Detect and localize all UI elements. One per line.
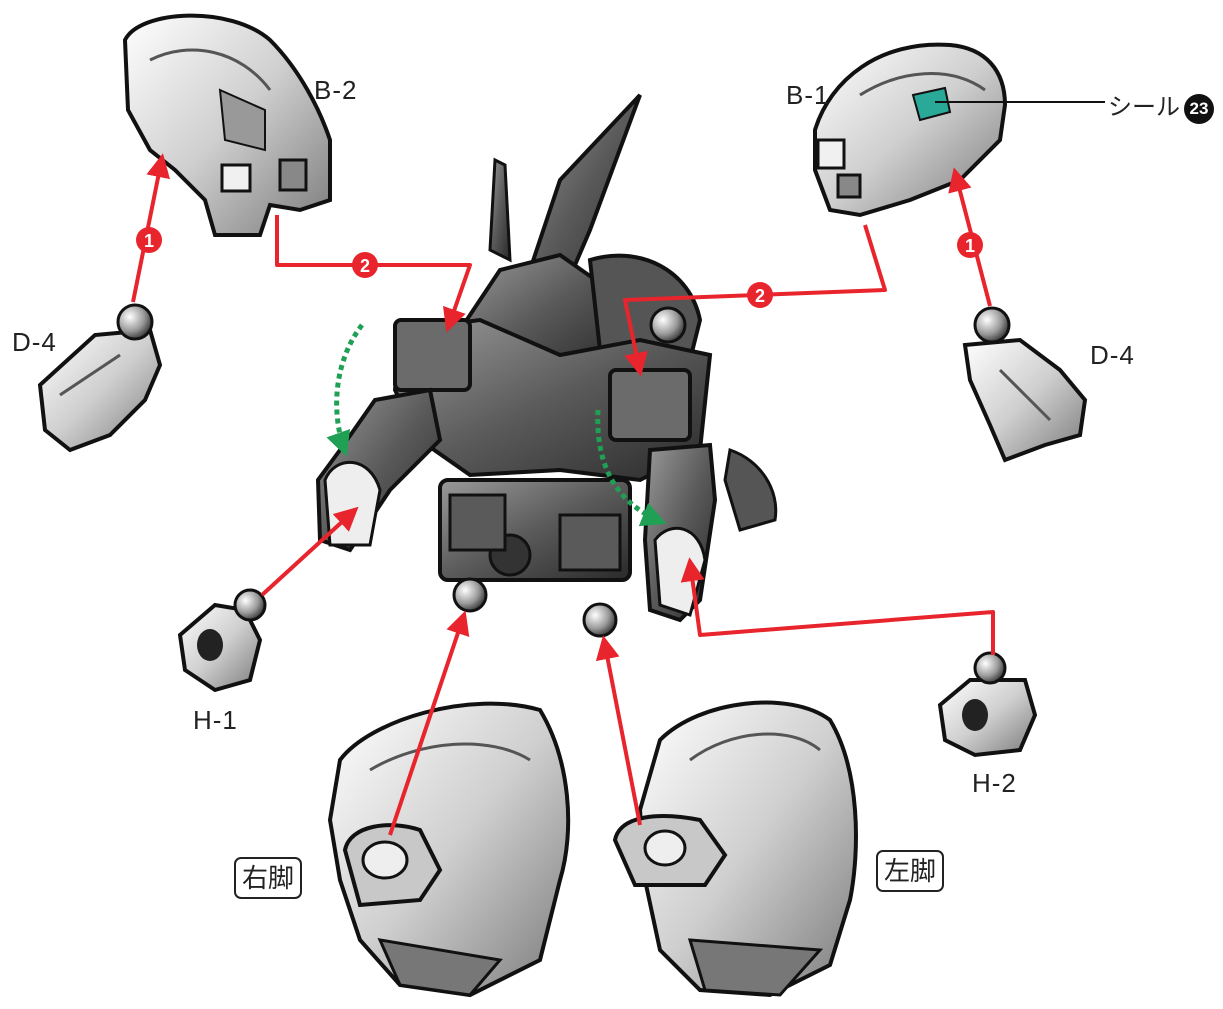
svg-text:2: 2	[755, 286, 765, 306]
step-badge-2-left: 2	[352, 252, 378, 278]
part-b2-shoulder-armor	[122, 13, 332, 237]
part-h2-right-hand	[937, 651, 1038, 758]
svg-text:1: 1	[144, 231, 154, 251]
arrow-rightleg-to-hip	[388, 610, 470, 836]
seal-23-area	[911, 86, 952, 122]
seal-number-badge: 23	[1184, 93, 1214, 124]
main-body-assembly	[315, 93, 778, 638]
svg-text:2: 2	[360, 256, 370, 276]
label-d4-right: D-4	[1090, 340, 1135, 370]
part-d4-left-arm	[37, 303, 163, 453]
step-badge-1-right: 1	[957, 232, 983, 258]
step-badge-2-right: 2	[747, 282, 773, 308]
part-b1-shoulder-armor	[813, 42, 1008, 218]
arrow-h2-to-arm	[680, 557, 995, 655]
arrow-leftleg-to-hip	[595, 635, 642, 826]
label-h2: H-2	[972, 768, 1017, 798]
part-right-leg	[327, 701, 571, 998]
label-right-leg: 右脚	[234, 857, 303, 899]
label-left-leg: 左脚	[876, 850, 945, 892]
label-b1: B-1	[786, 80, 830, 110]
green-arrow-right-arm	[595, 409, 667, 527]
step-badge-1-left: 1	[136, 227, 162, 253]
part-h1-left-hand	[177, 588, 267, 693]
part-left-leg	[612, 700, 858, 998]
label-b2: B-2	[314, 75, 358, 105]
arrow-h1-to-arm	[260, 506, 359, 597]
seal-text: シール	[1108, 94, 1180, 121]
label-h1: H-1	[193, 705, 238, 735]
svg-text:1: 1	[965, 236, 975, 256]
part-d4-right-arm	[962, 306, 1088, 463]
green-arrow-left-arm	[326, 323, 364, 457]
label-d4-left: D-4	[12, 327, 57, 357]
green-rotation-arrows	[326, 323, 667, 527]
